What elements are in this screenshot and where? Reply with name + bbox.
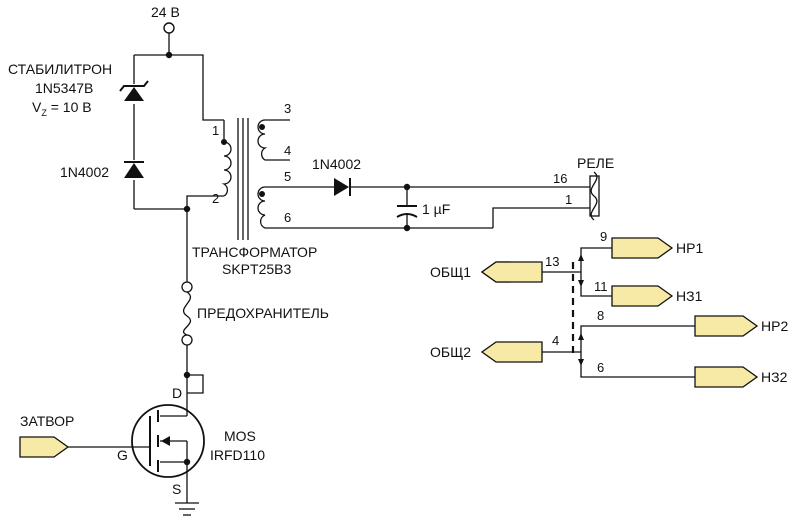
zener-title: СТАБИЛИТРОН: [8, 61, 112, 77]
com1-label: ОБЩ1: [430, 264, 471, 280]
relay-coil-symbol: [589, 171, 600, 221]
relay-pin-16: 16: [553, 171, 567, 186]
gate-input-label: ЗАТВОР: [20, 413, 74, 429]
secondary-wires: [300, 183, 590, 232]
diode-left-label: 1N4002: [60, 164, 109, 180]
transformer-pin-5: 5: [284, 169, 291, 184]
zener-diode-symbol: [119, 80, 149, 101]
zener-voltage: VZ = 10 В: [32, 99, 92, 118]
fuse-branch: [181, 205, 193, 379]
transformer-secondary-lower: [257, 186, 300, 229]
relay-pin-4: 4: [552, 333, 559, 348]
mosfet-pin-g: G: [117, 447, 128, 463]
diode-right-label: 1N4002: [312, 156, 361, 172]
capacitor-symbol: [396, 205, 418, 218]
capacitor-label: 1 µF: [422, 201, 450, 217]
relay-pin-9: 9: [600, 229, 607, 244]
hz2-label: НЗ2: [761, 369, 788, 385]
hp2-label: НР2: [761, 318, 788, 334]
mosfet-pin-s: S: [172, 481, 181, 497]
transformer-secondary-upper: [257, 119, 290, 161]
supply-wires: [133, 54, 224, 210]
gate-input-connector[interactable]: [19, 436, 70, 458]
relay-label: РЕЛЕ: [577, 155, 614, 171]
hz1-connector[interactable]: [611, 285, 674, 307]
relay-pin-11: 11: [594, 279, 608, 294]
transformer-core: [237, 118, 249, 240]
com1-connector[interactable]: [480, 261, 543, 283]
com2-label: ОБЩ2: [430, 344, 471, 360]
com2-connector[interactable]: [480, 341, 543, 363]
hp2-connector[interactable]: [694, 315, 759, 337]
relay-pin-8: 8: [597, 308, 604, 323]
mosfet-pin-d: D: [172, 385, 182, 401]
transformer-part: SKPT25B3: [222, 261, 291, 277]
diode-left-symbol: [124, 161, 144, 178]
transformer-primary-coil: [221, 120, 232, 197]
hp1-connector[interactable]: [611, 237, 674, 259]
hp1-label: НР1: [676, 240, 703, 256]
fuse-label: ПРЕДОХРАНИТЕЛЬ: [197, 305, 329, 321]
relay-pin-13: 13: [545, 254, 559, 269]
zener-part: 1N5347B: [35, 80, 93, 96]
mosfet-label-type: MOS: [224, 428, 256, 444]
mosfet-label-part: IRFD110: [210, 447, 265, 463]
relay-pin-6: 6: [597, 360, 604, 375]
supply-label: 24 В: [151, 4, 180, 20]
relay-contacts: [510, 247, 695, 378]
transformer-pin-1: 1: [212, 123, 219, 138]
transformer-pin-6: 6: [284, 210, 291, 225]
diode-right-symbol: [334, 178, 351, 196]
transformer-title: ТРАНСФОРМАТОР: [192, 244, 317, 260]
transformer-pin-3: 3: [284, 101, 291, 116]
transformer-pin-4: 4: [284, 143, 291, 158]
mosfet-symbol: [68, 374, 205, 516]
hz2-connector[interactable]: [694, 366, 759, 388]
relay-pin-1: 1: [565, 192, 572, 207]
hz1-label: НЗ1: [676, 288, 703, 304]
transformer-pin-2: 2: [212, 191, 219, 206]
supply-node: [163, 22, 175, 59]
